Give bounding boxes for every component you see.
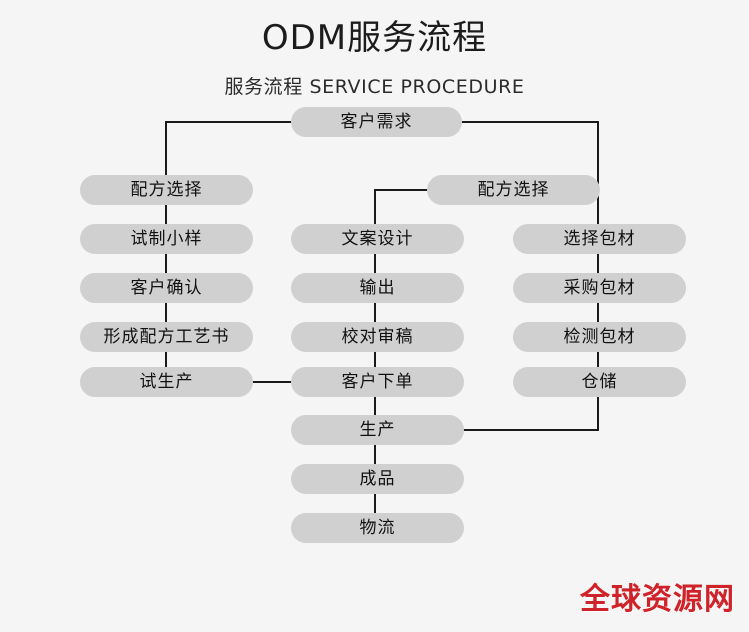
node-customer-order[interactable]: 客户下单 <box>291 367 464 397</box>
node-warehousing[interactable]: 仓储 <box>513 367 686 397</box>
edge-midheader-to-design <box>374 189 427 224</box>
node-production[interactable]: 生产 <box>291 415 464 445</box>
site-watermark: 全球资源网 <box>580 582 735 617</box>
node-proofread-review[interactable]: 校对审稿 <box>291 322 464 352</box>
node-trial-sample[interactable]: 试制小样 <box>80 224 253 254</box>
node-formula-selection-left[interactable]: 配方选择 <box>80 175 253 205</box>
node-trial-production[interactable]: 试生产 <box>80 367 253 397</box>
node-customer-confirm[interactable]: 客户确认 <box>80 273 253 303</box>
node-formula-selection-middle[interactable]: 配方选择 <box>427 175 600 205</box>
node-logistics[interactable]: 物流 <box>291 513 464 543</box>
page-subtitle: 服务流程 SERVICE PROCEDURE <box>224 76 525 98</box>
node-inspect-packaging[interactable]: 检测包材 <box>513 322 686 352</box>
node-formula-process-doc[interactable]: 形成配方工艺书 <box>80 322 253 352</box>
node-copy-design[interactable]: 文案设计 <box>291 224 464 254</box>
node-output[interactable]: 输出 <box>291 273 464 303</box>
node-finished-product[interactable]: 成品 <box>291 464 464 494</box>
node-customer-requirement[interactable]: 客户需求 <box>291 107 462 137</box>
edge-storage-to-production <box>462 397 599 431</box>
node-purchase-packaging[interactable]: 采购包材 <box>513 273 686 303</box>
node-select-packaging[interactable]: 选择包材 <box>513 224 686 254</box>
edge-root-to-left <box>165 121 291 175</box>
page-title: ODM服务流程 <box>261 18 488 58</box>
